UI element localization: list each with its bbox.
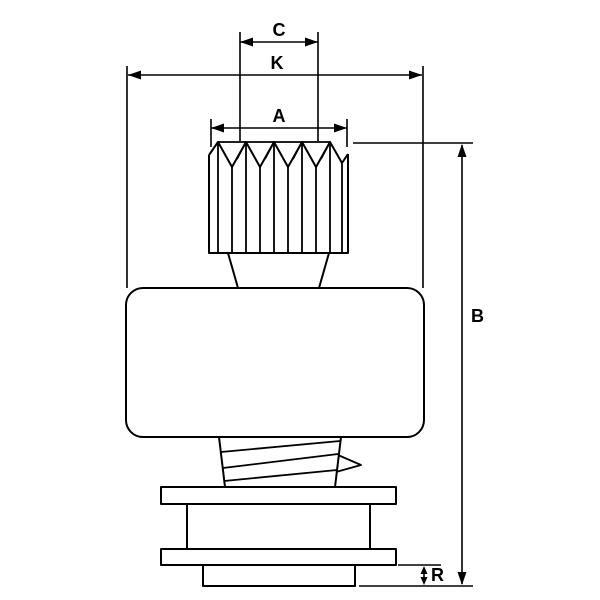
drive-body bbox=[125, 287, 425, 438]
gear-outline bbox=[208, 154, 349, 254]
middle-cylinder bbox=[186, 503, 371, 550]
dimension-b-label: B bbox=[471, 306, 484, 326]
dimension-r: R bbox=[398, 564, 444, 585]
dimension-c: C bbox=[239, 20, 319, 141]
dimension-c-arrow-right bbox=[305, 37, 318, 47]
dimension-k-label: K bbox=[271, 53, 284, 73]
bottom-hub bbox=[202, 564, 356, 587]
dimension-k-arrow-left bbox=[128, 70, 141, 80]
helical-spline bbox=[218, 436, 362, 488]
spline-thread-ridge bbox=[335, 454, 362, 473]
dimension-c-arrow-left bbox=[240, 37, 253, 47]
gear-teeth-lines bbox=[217, 142, 343, 253]
dimension-r-label: R bbox=[431, 565, 444, 585]
gear-neck bbox=[227, 252, 330, 289]
dimension-c-extension-lines bbox=[239, 32, 319, 141]
spline-sides bbox=[218, 436, 342, 488]
spline-helix-lines bbox=[220, 440, 341, 482]
lower-collar bbox=[160, 548, 397, 566]
upper-collar bbox=[160, 486, 397, 505]
dimension-b-arrow-top bbox=[457, 144, 467, 157]
dimension-b: B bbox=[353, 142, 484, 587]
dimension-b-extension-lines bbox=[353, 142, 473, 587]
pinion-gear bbox=[208, 141, 349, 254]
dimension-a-extension-lines bbox=[210, 119, 348, 147]
dimension-a-label: A bbox=[273, 106, 286, 126]
gear-chamfer-facets bbox=[236, 141, 331, 160]
dimension-r-arrow-up bbox=[420, 566, 428, 574]
dimension-b-arrow-bottom bbox=[457, 572, 467, 585]
dimension-k-extension-lines bbox=[126, 66, 424, 288]
dimension-k-arrow-right bbox=[409, 70, 422, 80]
neck-sides bbox=[227, 252, 330, 289]
gear-top-chamfer-zigzag bbox=[208, 141, 349, 168]
dimension-r-arrow-down bbox=[420, 577, 428, 585]
dimension-a: A bbox=[210, 106, 348, 147]
dimension-a-arrow-left bbox=[211, 123, 224, 133]
dimension-k: K bbox=[126, 53, 424, 288]
dimension-a-arrow-right bbox=[334, 123, 347, 133]
dimension-c-label: C bbox=[273, 20, 286, 40]
